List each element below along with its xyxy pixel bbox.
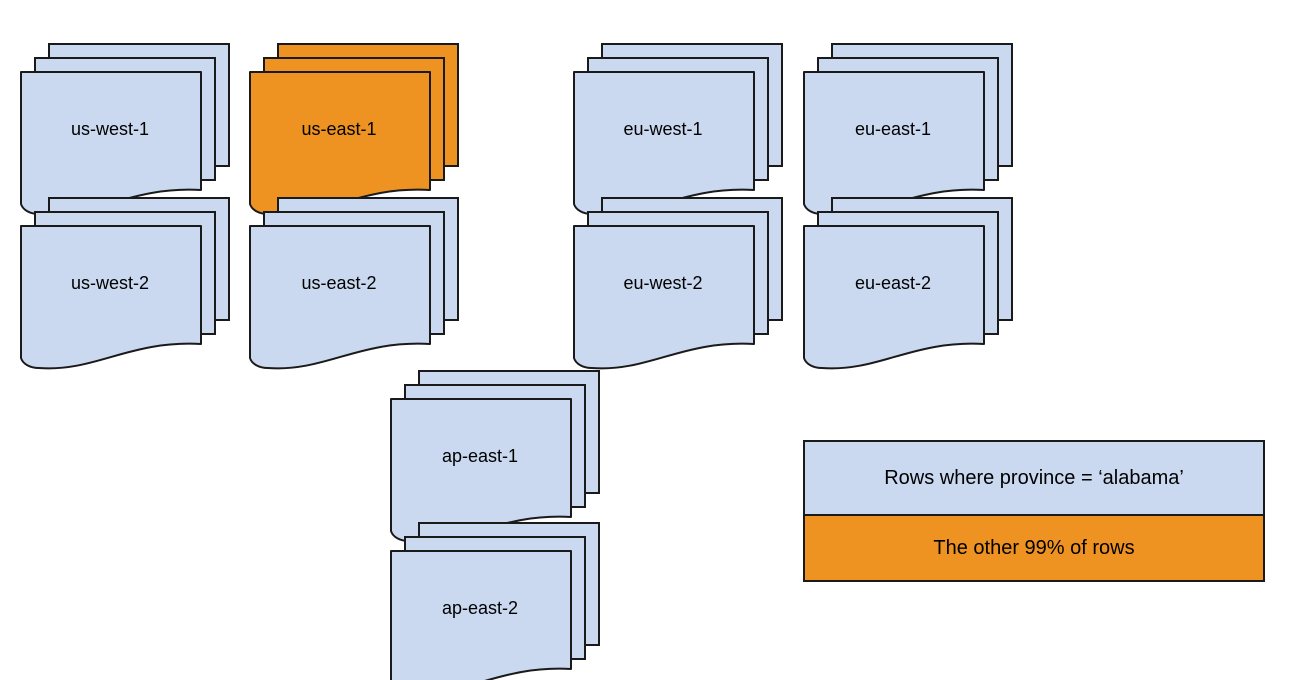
document-stack-shape xyxy=(803,197,1013,370)
legend-item-label: Rows where province = ‘alabama’ xyxy=(884,466,1184,489)
document-sheet-front xyxy=(249,225,431,370)
document-stack-us-west-2[interactable]: us-west-2 xyxy=(20,197,232,370)
document-stack-ap-east-2[interactable]: ap-east-2 xyxy=(390,522,602,680)
document-stack-shape xyxy=(20,43,230,216)
document-stack-shape xyxy=(390,522,600,680)
document-sheet-front xyxy=(390,550,572,680)
document-stack-eu-east-2[interactable]: eu-east-2 xyxy=(803,197,1015,370)
document-stack-eu-west-2[interactable]: eu-west-2 xyxy=(573,197,785,370)
document-sheet-front xyxy=(573,225,755,370)
document-sheet-front xyxy=(573,71,755,216)
document-stack-ap-east-1[interactable]: ap-east-1 xyxy=(390,370,602,543)
legend-item-label: The other 99% of rows xyxy=(933,536,1135,559)
document-sheet-front xyxy=(803,225,985,370)
document-sheet-front xyxy=(20,71,202,216)
legend: Rows where province = ‘alabama’ The othe… xyxy=(803,440,1265,582)
document-sheet-front xyxy=(249,71,431,216)
document-stack-us-east-2[interactable]: us-east-2 xyxy=(249,197,461,370)
document-stack-shape xyxy=(249,197,459,370)
document-stack-eu-east-1[interactable]: eu-east-1 xyxy=(803,43,1015,216)
document-sheet-front xyxy=(20,225,202,370)
document-stack-shape xyxy=(573,43,783,216)
document-stack-shape xyxy=(20,197,230,370)
document-stack-us-east-1[interactable]: us-east-1 xyxy=(249,43,461,216)
document-sheet-front xyxy=(390,398,572,543)
document-stack-us-west-1[interactable]: us-west-1 xyxy=(20,43,232,216)
legend-item-other-rows: The other 99% of rows xyxy=(805,516,1263,580)
document-sheet-front xyxy=(803,71,985,216)
document-stack-shape xyxy=(803,43,1013,216)
document-stack-eu-west-1[interactable]: eu-west-1 xyxy=(573,43,785,216)
document-stack-shape xyxy=(390,370,600,543)
document-stack-shape xyxy=(573,197,783,370)
document-stack-shape xyxy=(249,43,459,216)
legend-item-alabama: Rows where province = ‘alabama’ xyxy=(805,442,1263,516)
